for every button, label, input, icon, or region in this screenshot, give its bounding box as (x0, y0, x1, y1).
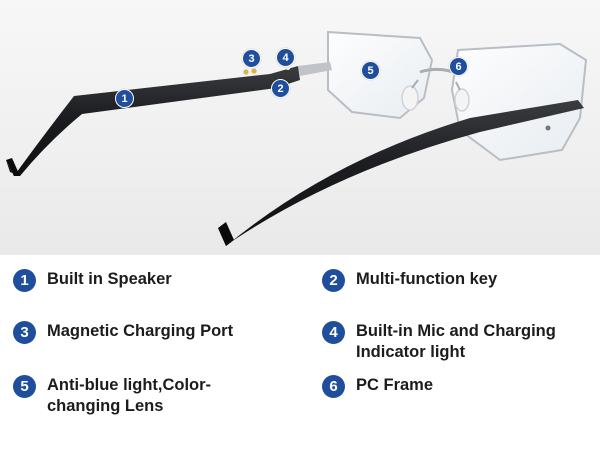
charging-contact (243, 69, 249, 75)
legend-label: Magnetic Charging Port (47, 322, 234, 340)
smart-glasses-illustration (6, 30, 588, 246)
legend-label: Built in Speaker (47, 270, 172, 288)
nose-pad (454, 88, 470, 112)
marker-4: 4 (276, 48, 295, 67)
legend-item-5: 5 Anti-blue light,Color-changing Lens (13, 375, 248, 417)
nose-pad (401, 85, 419, 111)
marker-1: 1 (115, 89, 134, 108)
legend-item-4: 4 Built-in Mic and Charging Indicator li… (322, 321, 592, 363)
marker-6: 6 (449, 57, 468, 76)
number-badge: 2 (322, 269, 345, 292)
feature-legend: 1 Built in Speaker 2 Multi-function key … (0, 262, 600, 450)
product-image: 1 2 3 4 5 6 (0, 0, 600, 255)
number-badge: 6 (322, 375, 345, 398)
number-badge: 1 (13, 269, 36, 292)
marker-3: 3 (242, 49, 261, 68)
legend-label: PC Frame (356, 376, 434, 394)
legend-item-2: 2 Multi-function key (322, 269, 592, 292)
charging-contact (251, 68, 257, 74)
right-temple (6, 66, 300, 176)
legend-item-1: 1 Built in Speaker (13, 269, 283, 292)
number-badge: 3 (13, 321, 36, 344)
legend-item-6: 6 PC Frame (322, 375, 592, 398)
number-badge: 4 (322, 321, 345, 344)
legend-label: Anti-blue light,Color-changing Lens (47, 376, 212, 415)
number-badge: 5 (13, 375, 36, 398)
marker-5: 5 (361, 61, 380, 80)
mic-hole (286, 66, 290, 70)
legend-item-3: 3 Magnetic Charging Port (13, 321, 303, 344)
marker-2: 2 (271, 79, 290, 98)
left-lens (450, 42, 588, 162)
left-temple (218, 100, 584, 246)
legend-label: Multi-function key (356, 270, 498, 288)
legend-label: Built-in Mic and Charging Indicator ligh… (356, 322, 556, 361)
